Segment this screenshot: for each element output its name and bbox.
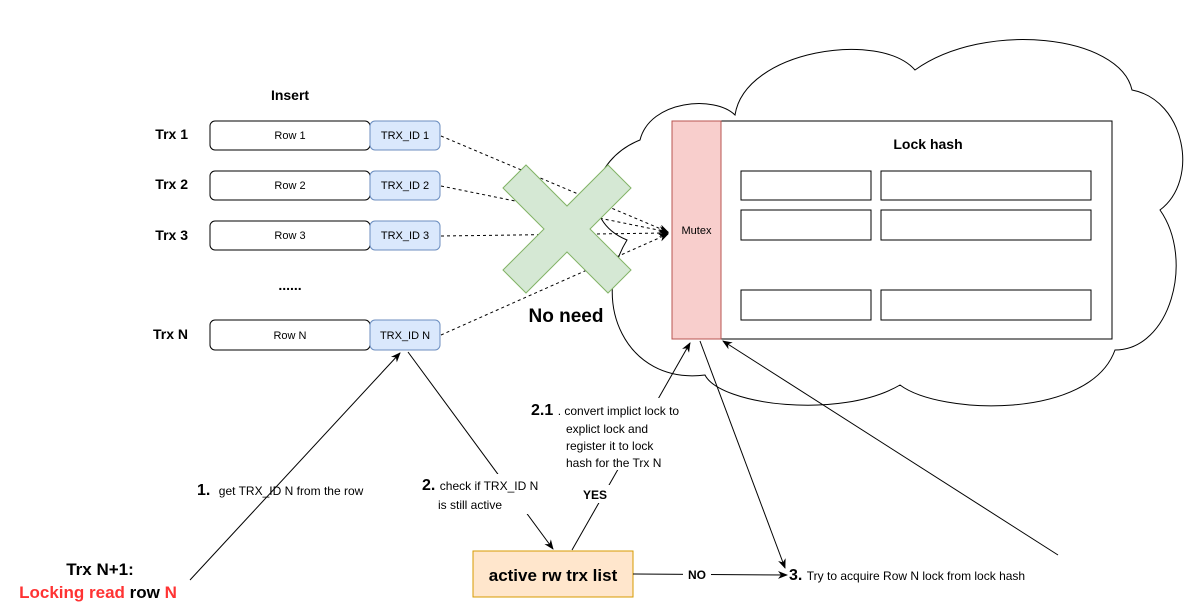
- active-rw-trx-list-box: [472, 550, 634, 598]
- step-2-text-2: is still active: [438, 498, 502, 512]
- no-need-label: No need: [529, 306, 604, 327]
- trx-label: Trx N: [153, 326, 188, 342]
- lock-hash-title: Lock hash: [893, 136, 962, 152]
- mutex-box: [671, 120, 722, 340]
- hash-slot: [740, 170, 872, 201]
- trx-id-box: [369, 170, 441, 201]
- row-word-text: row: [125, 583, 165, 602]
- row-group-1: Trx 1 Row 1 TRX_ID 1: [155, 120, 441, 151]
- row-group-3: Trx 3 Row 3 TRX_ID 3: [155, 220, 441, 251]
- hash-slot: [740, 289, 872, 321]
- trx-id-label: TRX_ID 2: [381, 180, 429, 192]
- hash-slot: [740, 209, 872, 241]
- trx-id-label: TRX_ID N: [380, 330, 430, 342]
- trx-n1-label: Trx N+1:: [66, 560, 134, 579]
- step-3-label: 3. Try to acquire Row N lock from lock h…: [789, 567, 1025, 584]
- hash-slot: [880, 289, 1092, 321]
- trx-n1-desc: Locking read row N: [19, 583, 177, 602]
- row-label: Row 1: [274, 130, 305, 142]
- ellipsis: ......: [278, 277, 301, 293]
- mutex-label: Mutex: [682, 225, 712, 237]
- step-2-1-text-2: explict lock and: [566, 422, 648, 436]
- insert-header: Insert: [271, 87, 309, 103]
- step-2-number: 2.: [422, 477, 435, 494]
- row-group-n: Trx N Row N TRX_ID N: [153, 319, 441, 351]
- step-2-1-text-4: hash for the Trx N: [566, 456, 661, 470]
- trx-id-box: [369, 120, 441, 151]
- hash-slot: [880, 209, 1092, 241]
- step-2-label: 2. check if TRX_ID N: [422, 477, 538, 494]
- yes-label: YES: [583, 488, 607, 502]
- locking-read-text: Locking read: [19, 583, 125, 602]
- row-label: Row N: [273, 330, 306, 342]
- step-2-text-1: check if TRX_ID N: [440, 479, 538, 493]
- step-1-label: 1. get TRX_ID N from the row: [197, 482, 364, 499]
- trx-label: Trx 1: [155, 126, 188, 142]
- no-label: NO: [688, 568, 706, 582]
- step-2-1-text-3: register it to lock: [566, 439, 654, 453]
- no-need-x-icon: [502, 164, 632, 294]
- step-3-number: 3.: [789, 567, 802, 584]
- trx-label: Trx 3: [155, 227, 188, 243]
- row-group-2: Trx 2 Row 2 TRX_ID 2: [155, 170, 441, 201]
- trx-id-box: [369, 319, 441, 351]
- row-label: Row 3: [274, 230, 305, 242]
- hash-slot: [880, 170, 1092, 201]
- trx-id-box: [369, 220, 441, 251]
- step-2-1-number: 2.1: [531, 402, 553, 419]
- step-3-text: Try to acquire Row N lock from lock hash: [807, 569, 1025, 583]
- step-2-1-text-1: . convert implict lock to: [558, 404, 680, 418]
- step-2-1-label: 2.1 . convert implict lock to: [531, 402, 679, 419]
- row-label: Row 2: [274, 180, 305, 192]
- trx-id-label: TRX_ID 3: [381, 230, 429, 242]
- active-rw-trx-list-label: active rw trx list: [489, 566, 618, 585]
- step-1-number: 1.: [197, 482, 210, 499]
- trx-label: Trx 2: [155, 176, 188, 192]
- row-n-text: N: [165, 583, 177, 602]
- trx-id-label: TRX_ID 1: [381, 130, 429, 142]
- step-1-text: get TRX_ID N from the row: [219, 484, 364, 498]
